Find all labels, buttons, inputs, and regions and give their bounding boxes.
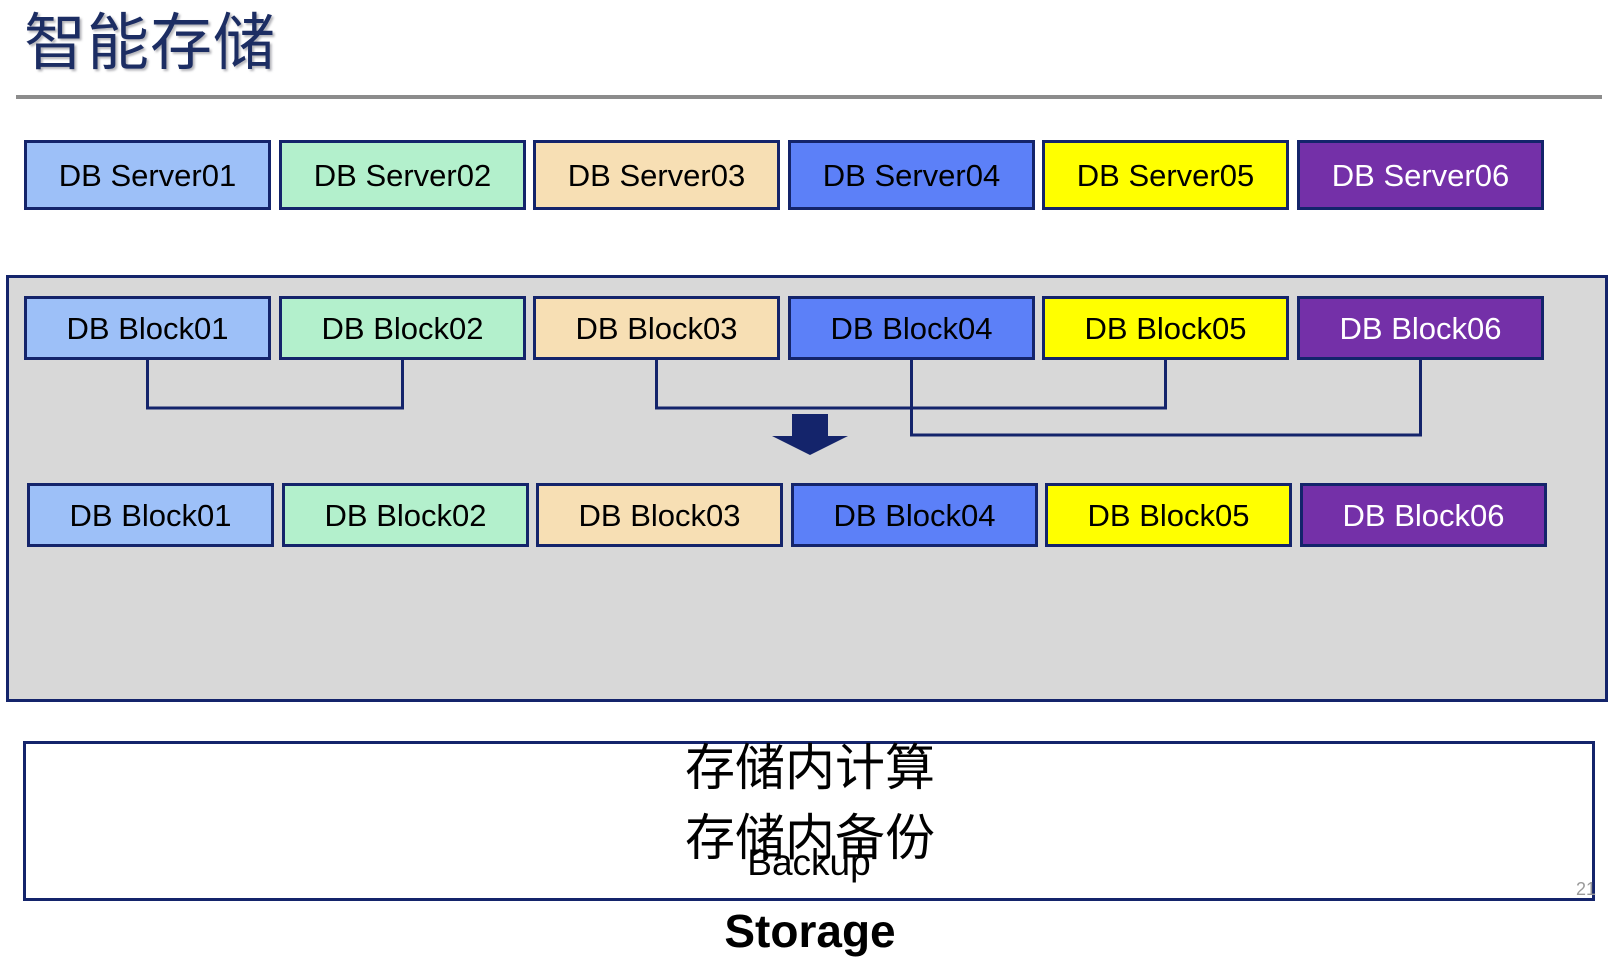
page-number: 21 bbox=[1575, 879, 1596, 899]
caption-line-1: 存储内计算 bbox=[685, 740, 935, 796]
db-block-backup-label: DB Block06 bbox=[1342, 497, 1505, 533]
db-block-primary-label: DB Block06 bbox=[1339, 310, 1502, 346]
backup-panel: Backup DB Block01 DB Block02 DB Block03 DB … bbox=[23, 483, 1595, 901]
db-server-box-label: DB Server02 bbox=[313, 157, 492, 193]
db-server-box-3[interactable]: DB Server03 bbox=[533, 140, 780, 210]
db-block-backup-5[interactable]: DB Block05 bbox=[1045, 483, 1292, 547]
db-block-primary-3[interactable]: DB Block03 bbox=[533, 296, 780, 360]
db-block-backup-4[interactable]: DB Block04 bbox=[791, 483, 1038, 547]
db-block-primary-1[interactable]: DB Block01 bbox=[24, 296, 271, 360]
storage-panel: Backup DB Block01 DB Block02 DB Block03 DB … bbox=[6, 275, 1608, 954]
db-server-box-label: DB Server04 bbox=[822, 157, 1001, 193]
db-server-box-2[interactable]: DB Server02 bbox=[279, 140, 526, 210]
db-block-primary-6[interactable]: DB Block06 bbox=[1297, 296, 1544, 360]
storage-label: Storage bbox=[724, 905, 896, 957]
db-block-primary-label: DB Block05 bbox=[1084, 310, 1247, 346]
caption-block: 存储内计算存储内备份 bbox=[0, 733, 1620, 873]
caption-line-2: 存储内备份 bbox=[685, 810, 935, 866]
db-block-primary-label: DB Block02 bbox=[321, 310, 484, 346]
db-block-primary-label: DB Block04 bbox=[830, 310, 993, 346]
db-server-box-4[interactable]: DB Server04 bbox=[788, 140, 1035, 210]
db-block-backup-3[interactable]: DB Block03 bbox=[536, 483, 783, 547]
db-server-box-label: DB Server03 bbox=[567, 157, 746, 193]
db-block-backup-1[interactable]: DB Block01 bbox=[27, 483, 274, 547]
db-server-box-label: DB Server06 bbox=[1331, 157, 1510, 193]
db-server-box-6[interactable]: DB Server06 bbox=[1297, 140, 1544, 210]
db-block-backup-label: DB Block05 bbox=[1087, 497, 1250, 533]
title-divider bbox=[16, 95, 1602, 99]
db-block-backup-label: DB Block02 bbox=[324, 497, 487, 533]
backup-label: Backup bbox=[747, 842, 871, 883]
db-block-primary-label: DB Block03 bbox=[575, 310, 738, 346]
db-block-backup-label: DB Block01 bbox=[69, 497, 232, 533]
db-server-box-1[interactable]: DB Server01 bbox=[24, 140, 271, 210]
db-block-backup-label: DB Block04 bbox=[833, 497, 996, 533]
db-block-backup-6[interactable]: DB Block06 bbox=[1300, 483, 1547, 547]
db-block-primary-2[interactable]: DB Block02 bbox=[279, 296, 526, 360]
db-server-box-5[interactable]: DB Server05 bbox=[1042, 140, 1289, 210]
db-block-backup-2[interactable]: DB Block02 bbox=[282, 483, 529, 547]
page-title: 智能存储 bbox=[24, 9, 277, 78]
db-server-box-label: DB Server05 bbox=[1076, 157, 1255, 193]
db-server-row: DB Server01 DB Server02 DB Server03 DB Serv… bbox=[24, 140, 1544, 210]
db-server-box-label: DB Server01 bbox=[58, 157, 237, 193]
db-block-primary-4[interactable]: DB Block04 bbox=[788, 296, 1035, 360]
db-block-primary-label: DB Block01 bbox=[66, 310, 229, 346]
db-block-backup-label: DB Block03 bbox=[578, 497, 741, 533]
db-block-primary-5[interactable]: DB Block05 bbox=[1042, 296, 1289, 360]
